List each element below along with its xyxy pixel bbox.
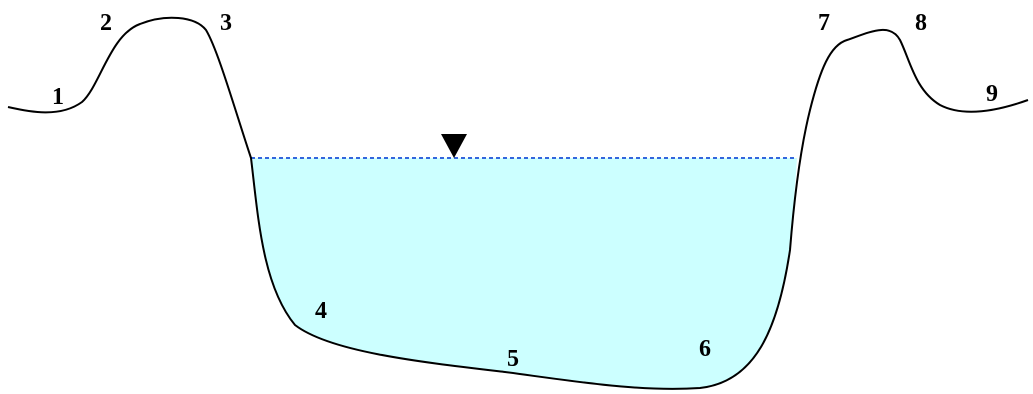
point-label-3: 3 xyxy=(220,10,232,36)
point-label-6: 6 xyxy=(699,336,711,362)
channel-profile-line xyxy=(7,16,1029,390)
point-label-2: 2 xyxy=(100,10,112,36)
point-label-8: 8 xyxy=(915,10,927,36)
water-body xyxy=(251,158,797,389)
point-label-5: 5 xyxy=(507,346,519,372)
point-label-7: 7 xyxy=(818,10,830,36)
point-label-9: 9 xyxy=(986,81,998,107)
water-level-marker xyxy=(441,134,467,158)
point-label-4: 4 xyxy=(315,298,327,324)
point-label-1: 1 xyxy=(52,84,64,110)
